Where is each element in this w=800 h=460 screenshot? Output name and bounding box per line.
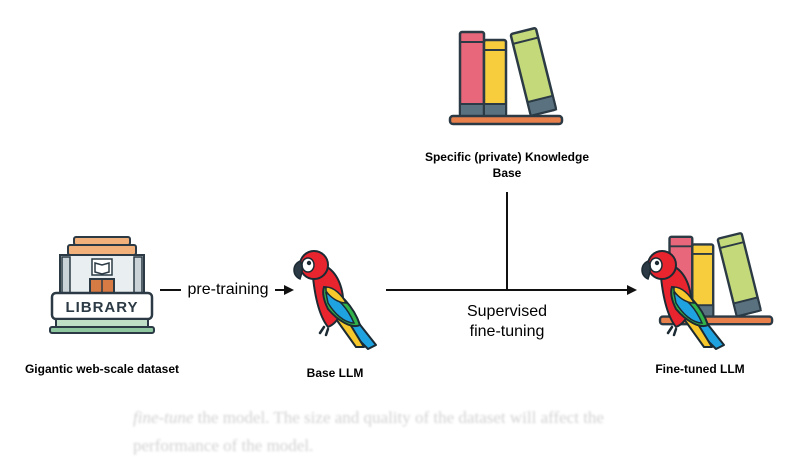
background-line2: performance of the model. [133,436,314,455]
books-icon [448,27,564,126]
knowledge-base-label-line2: Base [492,166,522,180]
finetuning-label-line1: Supervised [466,303,548,320]
parrot-with-books-icon [640,232,774,351]
library-building-icon: LIBRARY [49,236,155,334]
base-llm-label: Base LLM [306,366,364,380]
dataset-label: Gigantic web-scale dataset [24,362,180,376]
pretraining-label: pre-training [181,280,275,300]
diagram-canvas: LIBRARY [49,27,774,351]
background-paragraph: fine-tune the model. The size and qualit… [133,404,693,460]
knowledge-base-label-line1: Specific (private) Knowledge [424,150,590,164]
library-sign-text: LIBRARY [65,299,138,316]
knowledge-base-label: Specific (private) Knowledge Base [400,149,614,181]
finetuned-llm-label: Fine-tuned LLM [655,362,745,376]
parrot-icon [292,249,378,351]
background-line1: fine-tune the model. The size and qualit… [133,404,693,432]
background-emph: fine-tune [133,408,194,427]
finetuning-label: Supervised fine-tuning [440,302,574,342]
background-line1-rest: the model. The size and quality of the d… [193,408,604,427]
finetuning-label-line2: fine-tuning [469,323,545,340]
